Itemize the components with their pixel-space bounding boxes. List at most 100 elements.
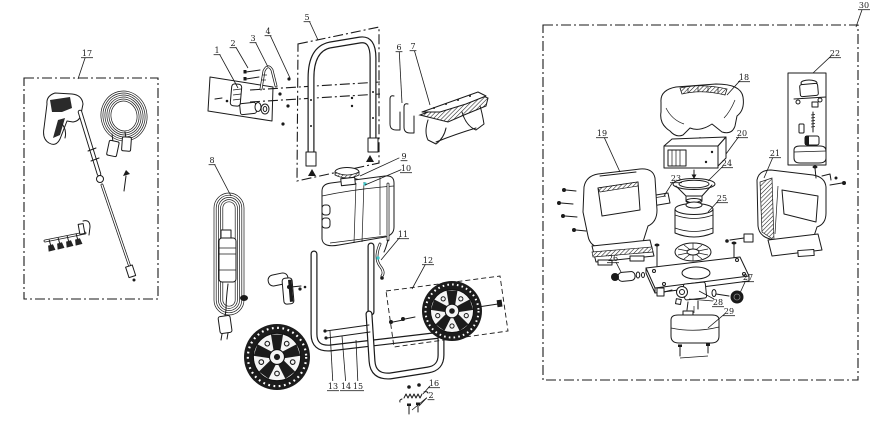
callout-leader-line bbox=[380, 237, 400, 261]
part-number-label: 30 bbox=[859, 1, 869, 10]
part-number-label: 28 bbox=[713, 298, 723, 307]
engine-assembly-group bbox=[542, 24, 859, 381]
part-number-label: 29 bbox=[724, 307, 734, 316]
right-wheel bbox=[421, 280, 483, 342]
coiled-hose-drawing bbox=[100, 90, 148, 142]
callout-leader-line bbox=[812, 55, 832, 74]
part-number-label: 19 bbox=[597, 129, 607, 138]
base-plate-drawing bbox=[645, 241, 750, 294]
part-number-label: 16 bbox=[429, 379, 439, 388]
motor-drawing bbox=[674, 201, 714, 238]
wheel-dashed-box bbox=[385, 275, 509, 348]
callout-leader-line bbox=[269, 35, 291, 79]
callout-leader-line bbox=[663, 181, 674, 197]
part-number-label: 23 bbox=[671, 174, 681, 183]
grip-handle-drawing bbox=[418, 91, 489, 145]
pin-drawing bbox=[123, 170, 130, 192]
part-number-label: 9 bbox=[401, 152, 406, 161]
part-number-label: 27 bbox=[743, 273, 753, 282]
handle-bar-drawing bbox=[305, 36, 379, 176]
part-number-label: 24 bbox=[722, 159, 732, 168]
part-number-label: 7 bbox=[410, 42, 415, 51]
part-number-label: 10 bbox=[401, 164, 411, 173]
cord-reel-group bbox=[213, 192, 302, 341]
part-number-label: 25 bbox=[717, 194, 727, 203]
callout-leader-line bbox=[359, 157, 400, 177]
part-number-label: 12 bbox=[423, 256, 433, 265]
callout-leader-line bbox=[235, 46, 249, 69]
axle-bracket-drawing bbox=[267, 272, 302, 305]
callout-leader-line bbox=[77, 57, 86, 80]
part-number-label: 8 bbox=[209, 156, 214, 165]
hook-drawing bbox=[389, 95, 415, 134]
nozzle-tips-drawing bbox=[48, 233, 83, 252]
nozzle-rail-drawing bbox=[43, 220, 91, 252]
handle-dashed-box bbox=[296, 26, 380, 182]
inlet-fitting-drawing bbox=[611, 271, 645, 282]
funnel-drawing bbox=[672, 178, 716, 204]
part-number-label: 1 bbox=[214, 46, 219, 55]
callout-leader-line bbox=[364, 169, 402, 186]
callout-leader-line bbox=[414, 50, 431, 106]
callout-leader-line bbox=[214, 164, 232, 197]
callout-leader-line bbox=[219, 54, 239, 89]
part-number-label: 21 bbox=[770, 149, 780, 158]
part-number-label: 4 bbox=[265, 27, 270, 36]
part-number-label: 26 bbox=[608, 254, 618, 263]
bottom-cover-drawing bbox=[670, 306, 720, 359]
highlight-dot bbox=[376, 256, 380, 260]
callout-leader-line bbox=[422, 385, 431, 395]
callout-leader-line bbox=[688, 298, 714, 302]
callout-leader-line bbox=[309, 21, 319, 41]
tank-group bbox=[321, 167, 395, 280]
callout-leader-line bbox=[411, 264, 426, 290]
top-cover-drawing bbox=[660, 83, 744, 137]
knob-bolt-drawing bbox=[711, 289, 744, 304]
callout-leader-line bbox=[615, 261, 622, 273]
tank-tube-drawing bbox=[375, 182, 390, 280]
gun-kit-dashed-box bbox=[23, 77, 159, 300]
callout-leader-line bbox=[725, 136, 740, 155]
callout-leader-line bbox=[329, 330, 334, 382]
part-number-label: 11 bbox=[398, 230, 408, 239]
left-housing-drawing bbox=[557, 168, 658, 266]
spring-drawing bbox=[399, 383, 429, 415]
part-number-label: 2 bbox=[230, 39, 235, 48]
parts-panel-drawing bbox=[207, 76, 274, 122]
spray-gun-drawing bbox=[43, 92, 137, 282]
pump-drawing bbox=[656, 281, 708, 311]
switch-box-drawing bbox=[663, 136, 727, 169]
callout-leader-line bbox=[726, 80, 741, 96]
part-number-label: 3 bbox=[250, 34, 255, 43]
left-wheel bbox=[242, 322, 312, 392]
part-number-label: 14 bbox=[341, 382, 351, 391]
callout-leader-line bbox=[398, 51, 403, 104]
callout-leader-line bbox=[707, 165, 724, 182]
part-number-label: 17 bbox=[82, 49, 92, 58]
part-number-label: 13 bbox=[328, 382, 338, 391]
right-housing-drawing bbox=[725, 169, 846, 258]
part-number-label: 15 bbox=[353, 382, 363, 391]
pump-kit-box-drawing bbox=[787, 72, 838, 181]
part-number-label: 2 bbox=[428, 391, 433, 400]
screws-drawing bbox=[243, 69, 261, 81]
frame-group bbox=[242, 242, 509, 415]
impeller-drawing bbox=[674, 242, 712, 262]
tank-drawing bbox=[321, 175, 395, 247]
callout-leader-line bbox=[698, 290, 715, 300]
part-number-label: 5 bbox=[304, 13, 309, 22]
part-number-label: 20 bbox=[737, 129, 747, 138]
part-number-label: 6 bbox=[396, 43, 401, 52]
callout-leader-line bbox=[763, 157, 774, 179]
callout-leader-line bbox=[341, 335, 347, 382]
part-number-label: 18 bbox=[739, 73, 749, 82]
part-number-label: 22 bbox=[830, 49, 840, 58]
hose-connectors-drawing bbox=[106, 131, 132, 158]
callout-leader-line bbox=[355, 339, 359, 382]
callout-leader-line bbox=[707, 313, 726, 329]
handle-assembly-group bbox=[207, 26, 489, 182]
engine-dashed-box bbox=[542, 24, 859, 381]
callout-leader-line bbox=[603, 137, 621, 173]
